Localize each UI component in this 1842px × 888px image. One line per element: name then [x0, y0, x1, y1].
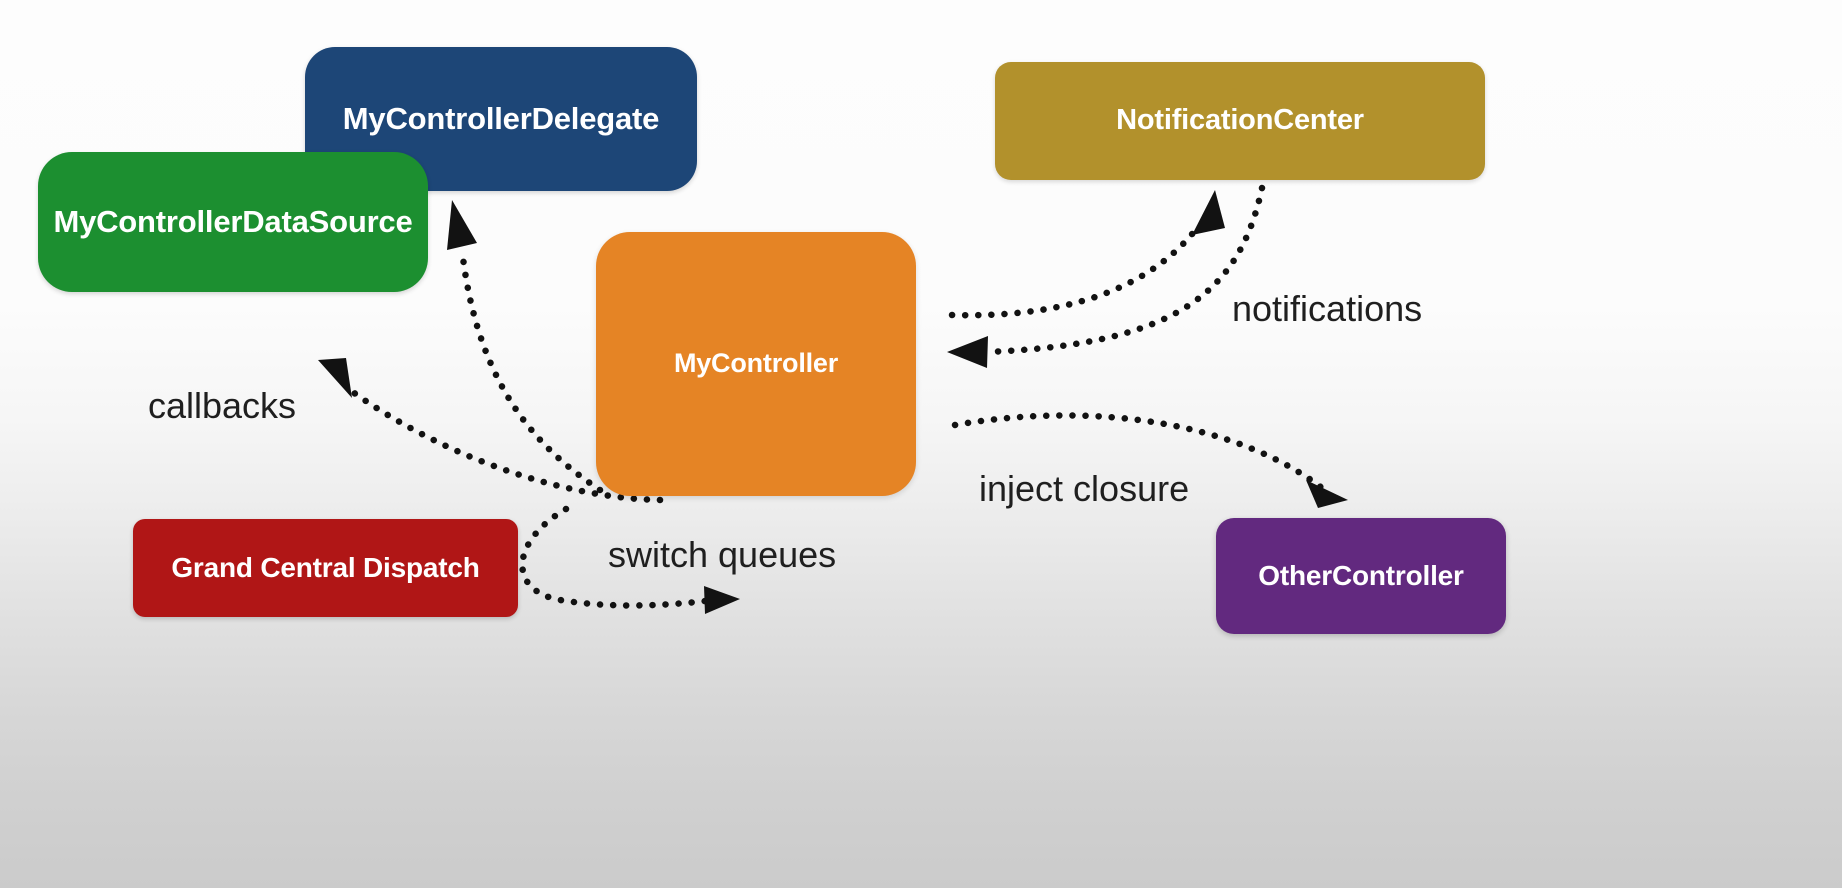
edge-label-callbacks: callbacks: [148, 385, 297, 426]
arrowhead-delegate: [447, 200, 477, 250]
edge-notifications-receive: [947, 184, 1266, 368]
arrowhead-notificationcenter: [1192, 190, 1225, 235]
arrowhead-datasource: [318, 358, 352, 398]
edge-label-switch-queues: switch queues: [608, 534, 837, 575]
arrowhead-controller-notify: [947, 336, 988, 368]
edge-label-notifications: notifications: [1232, 288, 1423, 329]
node-grand-central-dispatch[interactable]: Grand Central Dispatch: [133, 519, 518, 617]
node-mycontroller[interactable]: MyController: [596, 232, 916, 496]
node-notificationcenter[interactable]: NotificationCenter: [995, 62, 1485, 180]
node-othercontroller[interactable]: OtherController: [1216, 518, 1506, 634]
edge-notifications-post: [948, 190, 1225, 319]
arrowhead-othercontroller: [1306, 480, 1348, 508]
edge-label-inject-closure: inject closure: [979, 468, 1190, 509]
arrowhead-switch-queues: [704, 586, 740, 614]
edge-callbacks-to-delegate: [447, 200, 604, 494]
node-mycontrollerdatasource[interactable]: MyControllerDataSource: [38, 152, 428, 292]
